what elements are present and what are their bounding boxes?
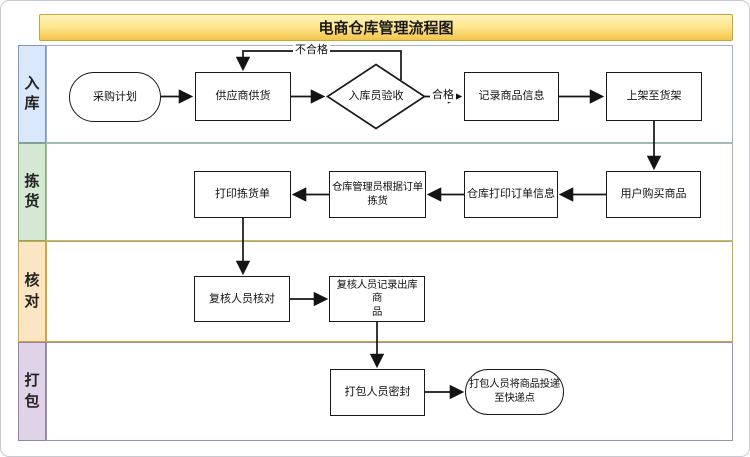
- node-label: 仓库打印订单信息: [467, 188, 555, 201]
- node-label: 采购计划: [93, 90, 137, 103]
- lane-label-packing: 打包: [18, 342, 46, 441]
- node-purchase-plan: 采购计划: [69, 72, 161, 122]
- node-deliver-to-courier: 打包人员将商品投递 至快递点: [465, 369, 564, 415]
- node-print-pick-list: 打印拣货单: [194, 171, 291, 218]
- lane-label-checking: 核对: [18, 241, 46, 342]
- lane-label-text: 核对: [24, 272, 40, 310]
- lane-label-text: 拣货: [24, 172, 40, 210]
- node-label: 记录商品信息: [478, 90, 545, 103]
- node-packer-seal: 打包人员密封: [330, 369, 425, 416]
- node-warehouse-print-order: 仓库打印订单信息: [464, 171, 558, 218]
- node-record-product-info: 记录商品信息: [464, 72, 559, 121]
- node-label: 打包人员将商品投递 至快递点: [469, 379, 560, 404]
- node-reviewer-verify: 复核人员核对: [194, 276, 290, 322]
- node-label: 打印拣货单: [215, 188, 270, 201]
- lane-label-text: 打包: [24, 372, 40, 410]
- lane-label-text: 入库: [24, 74, 40, 112]
- node-supplier-supply: 供应商供货: [195, 72, 291, 121]
- node-label: 打包人员密封: [344, 386, 411, 399]
- node-label: 用户购买商品: [620, 188, 687, 201]
- node-label: 复核人员核对: [209, 292, 275, 305]
- node-label: 上架至货架: [626, 90, 682, 103]
- diagram-title: 电商仓库管理流程图: [39, 14, 733, 41]
- node-reviewer-record-outbound: 复核人员记录出库商 品: [329, 276, 425, 322]
- edge-label-fail: 不合格: [293, 44, 330, 58]
- diagram-title-text: 电商仓库管理流程图: [318, 20, 454, 37]
- edge-label-pass: 合格: [430, 89, 456, 103]
- node-user-purchase: 用户购买商品: [606, 171, 701, 218]
- node-shelve-goods: 上架至货架: [606, 72, 702, 121]
- node-label: 复核人员记录出库商 品: [336, 279, 418, 318]
- lane-label-inbound: 入库: [18, 45, 46, 143]
- node-inspector-accept-decision: 入库员验收: [326, 63, 426, 130]
- diamond-shape: [326, 63, 426, 130]
- lane-label-picking: 拣货: [18, 143, 46, 241]
- node-label: 供应商供货: [215, 90, 271, 103]
- node-label: 入库员验收: [348, 90, 404, 103]
- node-label: 仓库管理员根据订单 拣货: [332, 181, 423, 207]
- node-pick-by-order: 仓库管理员根据订单 拣货: [329, 171, 426, 218]
